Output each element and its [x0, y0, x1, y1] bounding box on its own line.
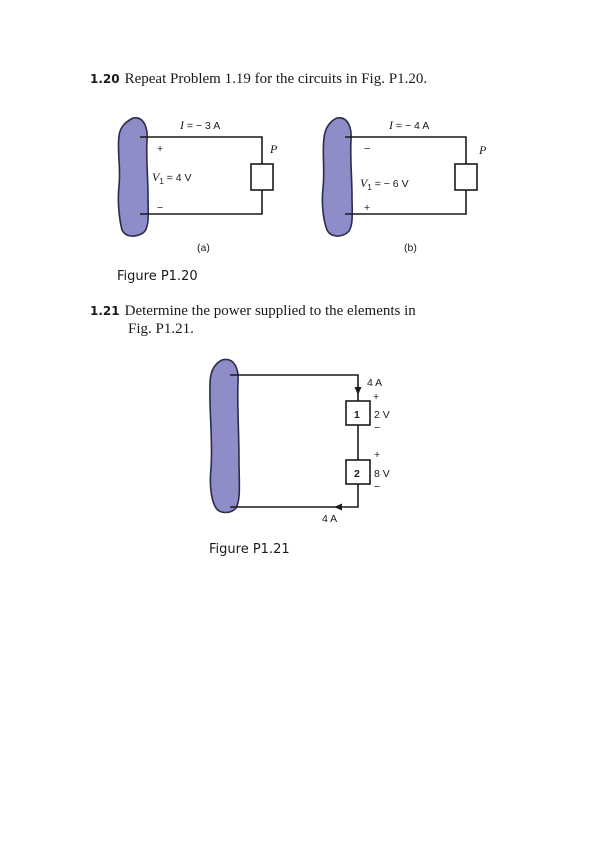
circuit-b-element-p: [454, 163, 478, 191]
circuit-a-plus: +: [157, 143, 163, 155]
problem-1-20: 1.20 Repeat Problem 1.19 for the circuits…: [90, 71, 427, 88]
problem-number: 1.21: [90, 304, 120, 318]
p1-21-el2-voltage: 8 V: [374, 468, 390, 480]
p1-21-current-bottom: 4 A: [322, 513, 337, 525]
circuit-a-minus: −: [157, 202, 163, 214]
problem-text: Determine the power supplied to the elem…: [124, 303, 416, 319]
p1-21-top-wire: [230, 374, 359, 401]
p1-21-current-top: 4 A: [367, 377, 382, 389]
problem-1-21: 1.21 Determine the power supplied to the …: [90, 302, 416, 338]
circuit-a-source-blob: [117, 117, 150, 237]
p1-21-top-arrow: [354, 387, 362, 395]
circuit-b-minus: −: [364, 143, 370, 155]
p1-21-el2-minus: −: [374, 481, 380, 493]
circuit-a-element-p: [250, 163, 274, 191]
problem-number: 1.20: [90, 72, 120, 86]
circuit-b-voltage-label: V1 = − 6 V: [360, 176, 409, 192]
circuit-b-source-blob: [321, 117, 354, 237]
circuit-b-current-label: I = − 4 A: [388, 118, 429, 132]
p1-21-el1-voltage: 2 V: [374, 409, 390, 421]
p1-21-element-1: [345, 400, 371, 426]
p1-21-el1-plus: +: [373, 391, 379, 403]
p1-21-element-2: [345, 459, 371, 485]
problem-text-continued: Fig. P1.21.: [128, 321, 194, 337]
p1-21-bottom-wire: [230, 484, 359, 508]
circuit-b: I = − 4 A − V1 = − 6 V + P (b): [321, 117, 487, 254]
figure-p1-20-caption: Figure P1.20: [117, 269, 198, 284]
circuit-a-p-label: P: [269, 142, 278, 156]
circuit-b-label: (b): [404, 242, 417, 254]
circuit-a-wire: [140, 136, 263, 164]
problem-text: Repeat Problem 1.19 for the circuits in …: [124, 71, 428, 87]
circuit-a-voltage-label: V1 = 4 V: [152, 170, 192, 186]
p1-21-el2-plus: +: [374, 449, 380, 461]
circuit-a-label: (a): [197, 242, 210, 254]
p1-21-element-2-id: 2: [354, 468, 360, 480]
p1-21-el1-minus: −: [374, 422, 380, 434]
circuit-b-wire: [345, 136, 467, 164]
circuit-a-current-label: I = − 3 A: [179, 118, 220, 132]
circuit-a: I = − 3 A + V1 = 4 V − P (a): [117, 117, 278, 254]
p1-21-element-1-id: 1: [354, 409, 360, 421]
p1-21-bottom-arrow: [334, 503, 342, 511]
figure-p1-21-caption: Figure P1.21: [209, 542, 290, 557]
p1-21-source-blob: [209, 358, 241, 514]
circuit-p1-21: 1 2 4 A + 2 V − + 8 V − 4 A: [209, 358, 390, 525]
circuit-b-plus: +: [364, 202, 370, 214]
circuit-b-p-label: P: [478, 143, 487, 157]
